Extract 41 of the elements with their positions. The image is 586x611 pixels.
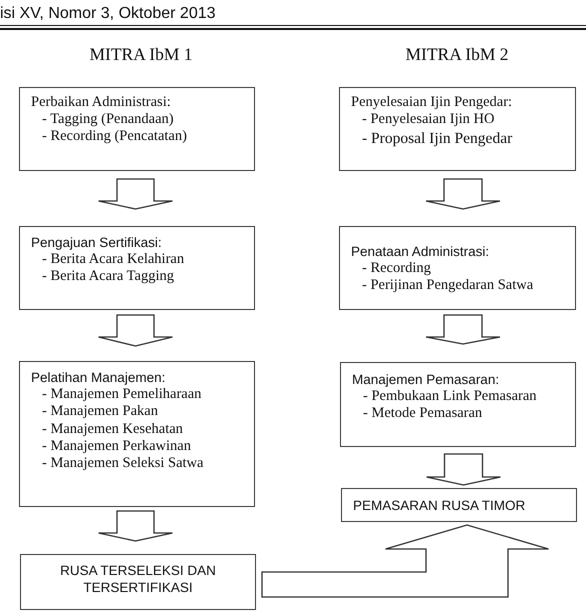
list-item: - Manajemen Perkawinan — [42, 438, 191, 456]
list-item: - Perijinan Pengedaran Satwa — [362, 277, 534, 295]
process-box — [341, 488, 577, 522]
process-box — [19, 226, 255, 310]
process-box — [340, 362, 576, 447]
process-box — [19, 361, 255, 507]
list-item: - Recording (Pencatatan) — [42, 128, 187, 146]
list-item: - Berita Acara Tagging — [42, 268, 174, 286]
block-arrow — [426, 453, 502, 486]
box-heading: Pengajuan Sertifikasi: — [31, 234, 162, 251]
box-heading: Manajemen Pemasaran: — [352, 371, 500, 388]
box-heading: Penyelesaian Ijin Pengedar: — [351, 94, 512, 111]
box-heading: Perbaikan Administrasi: — [31, 94, 171, 111]
process-box — [20, 554, 256, 610]
column-heading: MITRA IbM 1 — [89, 44, 193, 64]
block-arrow — [98, 510, 174, 542]
list-item: - Manajemen Seleksi Satwa — [42, 455, 204, 472]
box-text: RUSA TERSELEKSI DAN TERSERTIFIKASI — [59, 562, 217, 596]
list-item: - Manajemen Kesehatan — [42, 420, 183, 438]
list-item: - Penyelesaian Ijin HO — [362, 111, 494, 128]
block-arrow — [425, 314, 501, 345]
block-arrow — [261, 524, 550, 598]
block-arrow — [425, 178, 501, 210]
process-box — [19, 87, 255, 171]
list-item: - Metode Pemasaran — [363, 405, 482, 423]
list-item: - Manajemen Pakan — [42, 403, 158, 421]
list-item: - Tagging (Penandaan) — [42, 111, 174, 128]
list-item: - Recording — [362, 260, 431, 278]
running-header: isi XV, Nomor 3, Oktober 2013 — [0, 4, 216, 23]
box-text: PEMASARAN RUSA TIMOR — [353, 496, 526, 514]
list-item: - Berita Acara Kelahiran — [42, 251, 184, 268]
block-arrow — [98, 178, 174, 210]
process-box — [339, 87, 576, 171]
block-arrow — [98, 314, 174, 347]
list-item: - Proposal Ijin Pengedar — [362, 129, 512, 150]
box-heading: Penataan Administrasi: — [351, 243, 490, 260]
box-heading: Pelatihan Manajemen: — [31, 369, 166, 386]
list-item: - Pembukaan Link Pemasaran — [363, 388, 537, 406]
column-heading: MITRA IbM 2 — [405, 44, 509, 64]
process-box — [339, 226, 576, 310]
list-item: - Manajemen Pemeliharaan — [42, 386, 202, 404]
